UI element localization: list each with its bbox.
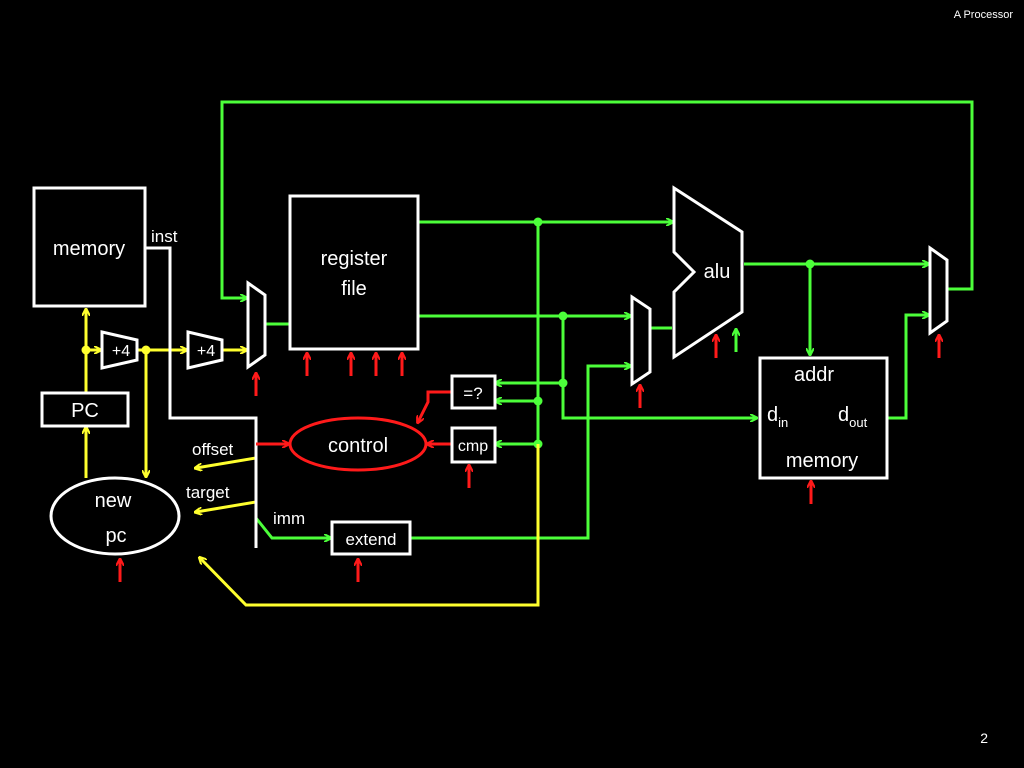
dout-to-mux-wire (888, 315, 928, 420)
junction-dot (558, 378, 568, 388)
inst-signal-label: inst (151, 227, 178, 246)
instruction-memory-label: memory (53, 238, 125, 260)
eq-to-control-wire (418, 390, 452, 422)
junction-dot (141, 345, 151, 355)
dout-sub: out (849, 415, 867, 430)
target-wire (196, 500, 257, 512)
new-pc-block: new pc (49, 476, 181, 556)
adder-2-block: +4 (186, 330, 224, 370)
instruction-wires (146, 246, 258, 548)
register-file-label-1: register (321, 248, 388, 270)
junction-dot (81, 345, 91, 355)
imm-signal-label: imm (273, 509, 305, 528)
alu-input-mux (630, 294, 652, 387)
din-base: d (767, 404, 778, 426)
target-signal-label: target (186, 483, 230, 502)
pc-path-junctions (81, 345, 151, 355)
junction-dot (558, 311, 568, 321)
adder-2-label: +4 (197, 343, 215, 360)
adder-1-label: +4 (112, 343, 130, 360)
extend-block: extend (330, 520, 412, 556)
extend-label: extend (345, 530, 396, 549)
pc-register-block: PC (40, 391, 130, 428)
junction-dot (805, 259, 815, 269)
addr-port-label: addr (794, 364, 834, 386)
pc-mux (246, 280, 267, 370)
pc-path-wires (86, 310, 540, 607)
writeback-loop-wire (220, 100, 974, 298)
pc-label: PC (71, 400, 99, 422)
junction-dot (533, 396, 543, 406)
offset-signal-label: offset (192, 440, 234, 459)
writeback-mux (928, 245, 949, 336)
alu-label: alu (704, 261, 731, 283)
junction-dot (533, 217, 543, 227)
din-sub: in (778, 415, 788, 430)
control-label: control (328, 435, 388, 457)
reg2-down-wire (561, 316, 756, 418)
adder-1-block: +4 (100, 330, 139, 370)
equal-compare-label: =? (463, 384, 482, 403)
compare-block: cmp (450, 426, 497, 464)
data-memory-label: memory (786, 450, 858, 472)
register-file-block: register file (288, 194, 420, 351)
control-wires (120, 336, 939, 582)
new-pc-label-2: pc (105, 525, 126, 547)
new-pc-label-1: new (95, 490, 132, 512)
din-port-label: din (767, 404, 788, 430)
equal-compare-block: =? (450, 374, 497, 410)
instruction-memory-block: memory (32, 186, 147, 308)
register-file-label-2: file (341, 278, 367, 300)
offset-wire (196, 456, 257, 468)
control-unit-block: control (288, 416, 428, 472)
data-path-wires (220, 100, 974, 540)
compare-label: cmp (458, 438, 488, 455)
inst-wire (146, 246, 258, 548)
slide-title: A Processor (953, 9, 1013, 21)
dout-port-label: dout (838, 404, 868, 430)
alu-block: alu (672, 185, 744, 360)
data-memory-block: addr din dout memory (758, 356, 889, 480)
imm-wire (254, 517, 330, 538)
extend-to-mux-wire (410, 366, 630, 540)
dout-base: d (838, 404, 849, 426)
page-number: 2 (980, 730, 988, 746)
branch-return-wire (200, 444, 540, 607)
